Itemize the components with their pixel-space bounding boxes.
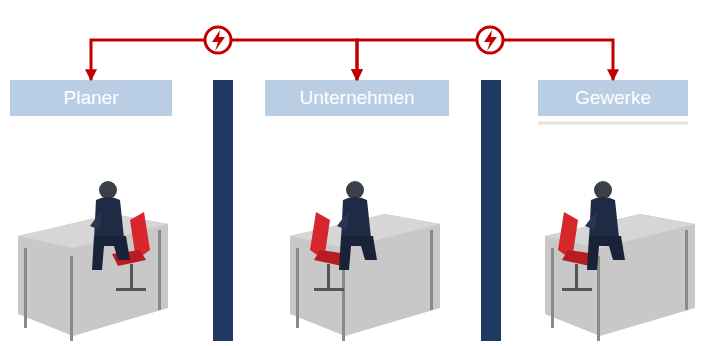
underline [538, 122, 688, 125]
desk-figure [18, 181, 168, 341]
role-box: Planer [10, 80, 172, 116]
conflict-symbol [205, 27, 231, 53]
role-label: Planer [64, 87, 119, 109]
role-box: Gewerke [538, 80, 688, 116]
conflict-symbol [477, 27, 503, 53]
role-box: Unternehmen [265, 80, 449, 116]
divider-bar [481, 80, 501, 341]
desk-figure [545, 181, 695, 341]
role-label: Unternehmen [299, 87, 414, 109]
role-label: Gewerke [575, 87, 651, 109]
divider-bar [213, 80, 233, 341]
desk-figure [290, 181, 440, 341]
